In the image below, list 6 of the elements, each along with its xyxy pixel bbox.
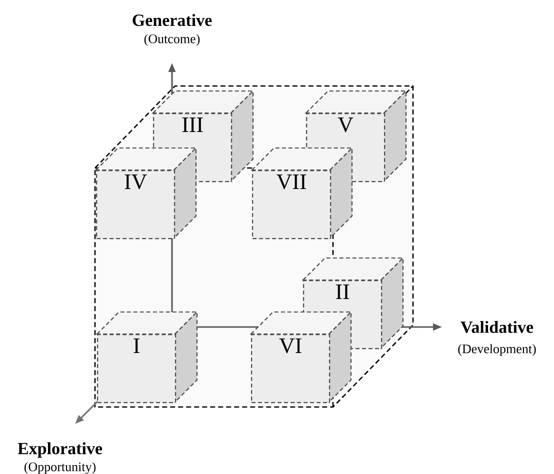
axis-subtitle: (Outcome) bbox=[144, 34, 200, 46]
axis-title: Validative bbox=[460, 320, 534, 334]
axis-subtitle: (Development) bbox=[458, 344, 536, 356]
axis-title: Generative bbox=[132, 14, 212, 26]
axis-subtitle: (Opportunity) bbox=[24, 462, 96, 474]
axis-title: Explorative bbox=[18, 442, 102, 458]
